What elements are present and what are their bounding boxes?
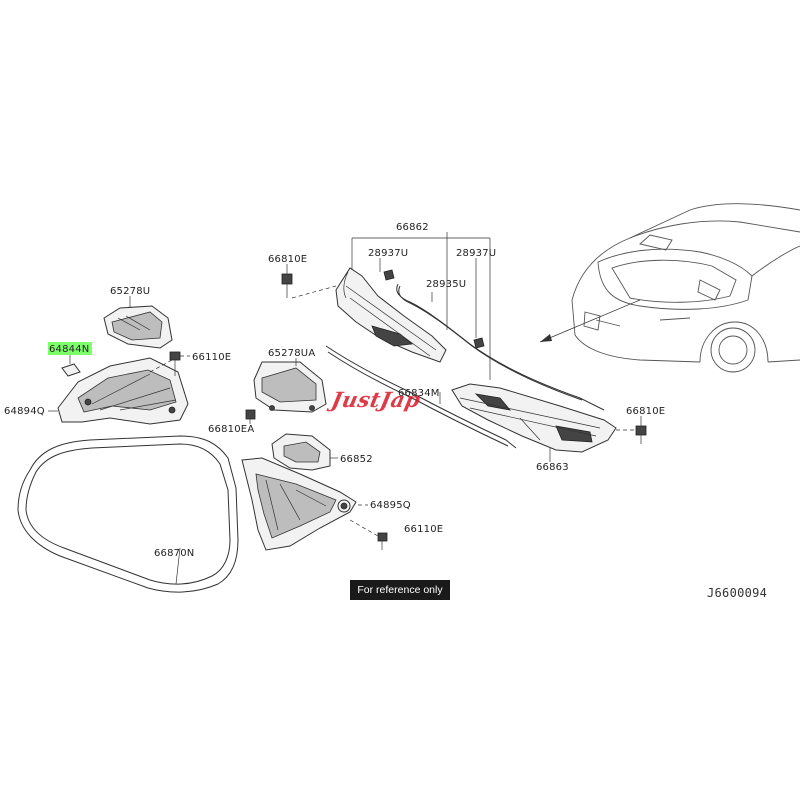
hose-28935U bbox=[396, 283, 605, 411]
label-28937U-left: 28937U bbox=[368, 248, 408, 259]
nozzle-28937U-left bbox=[383, 269, 395, 281]
label-66862: 66862 bbox=[396, 222, 429, 233]
part-65278UA bbox=[253, 361, 327, 413]
label-64844N: 64844N bbox=[49, 344, 90, 355]
part-66834M bbox=[325, 345, 517, 449]
label-66870N: 66870N bbox=[154, 548, 195, 559]
part-66862 bbox=[335, 267, 447, 363]
part-65278U bbox=[103, 305, 173, 349]
clip-66810EA bbox=[245, 409, 256, 424]
car-outline bbox=[571, 203, 800, 373]
highlight-marker bbox=[48, 342, 92, 355]
part-66870N bbox=[17, 435, 239, 593]
label-66852: 66852 bbox=[340, 454, 373, 465]
part-64895Q bbox=[241, 457, 357, 551]
label-28937U-right: 28937U bbox=[456, 248, 496, 259]
label-66834M: 66834M bbox=[398, 388, 440, 399]
part-64844N bbox=[61, 363, 81, 377]
part-66852 bbox=[271, 433, 331, 471]
label-66110E-top: 66110E bbox=[192, 352, 231, 363]
reference-note: For reference only bbox=[350, 580, 450, 600]
arrow-head-icon bbox=[540, 334, 552, 342]
label-65278U: 65278U bbox=[110, 286, 150, 297]
part-64894Q bbox=[57, 357, 189, 425]
label-66810EA: 66810EA bbox=[208, 424, 254, 435]
label-64895Q: 64895Q bbox=[370, 500, 411, 511]
diagram-code: J6600094 bbox=[707, 586, 768, 600]
part-66863 bbox=[451, 383, 617, 453]
watermark-logo: JustJap bbox=[329, 387, 424, 412]
clip-66810E-top bbox=[281, 273, 293, 298]
nozzle-28937U-right bbox=[473, 337, 485, 349]
label-66810E-right: 66810E bbox=[626, 406, 665, 417]
clip-66810E-right bbox=[635, 416, 647, 444]
label-65278UA: 65278UA bbox=[268, 348, 315, 359]
label-66110E-bottom: 66110E bbox=[404, 524, 443, 535]
clip-66110E-bottom bbox=[377, 532, 388, 550]
label-66810E-top: 66810E bbox=[268, 254, 307, 265]
label-28935U: 28935U bbox=[426, 279, 466, 290]
label-66863: 66863 bbox=[536, 462, 569, 473]
locator-arrow bbox=[539, 299, 641, 343]
label-64894Q: 64894Q bbox=[4, 406, 45, 417]
